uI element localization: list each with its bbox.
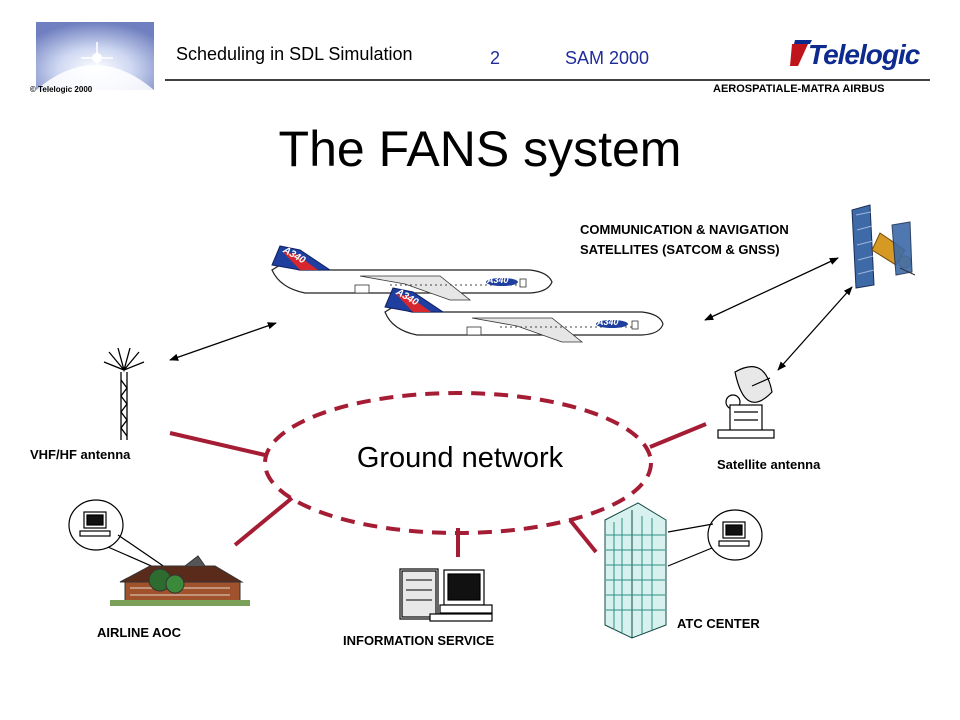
info-service-computer-icon [399, 568, 493, 622]
information-service-label: INFORMATION SERVICE [343, 633, 495, 648]
atc-computer-bubble [667, 509, 763, 567]
logo-text-block: Telelogic [788, 37, 938, 77]
company-name: AEROSPATIALE-MATRA AIRBUS [713, 83, 885, 95]
logo-text: Telelogic [808, 39, 920, 70]
satellites-label-line2: SATELLITES (SATCOM & GNSS) [580, 242, 780, 257]
header-earth-image [36, 22, 154, 90]
ground-links [169, 422, 707, 557]
telelogic-logo [790, 40, 812, 66]
radio-links [169, 257, 853, 371]
ground-network-label: Ground network [356, 442, 564, 474]
atc-building-icon [604, 502, 667, 639]
slide-title: The FANS system [278, 121, 682, 177]
satellites-label-line1: COMMUNICATION & NAVIGATION [580, 222, 789, 237]
satellite-dish-icon [717, 366, 775, 439]
vhf-antenna-label: VHF/HF antenna [30, 447, 131, 462]
copyright-notice: © Telelogic 2000 [30, 85, 93, 94]
aircraft-lower [384, 287, 664, 343]
atc-center-label: ATC CENTER [677, 616, 760, 631]
aoc-building-icon [110, 555, 250, 606]
presentation-title: Scheduling in SDL Simulation [176, 44, 413, 64]
page-number: 2 [490, 48, 501, 68]
airline-aoc-label: AIRLINE AOC [97, 625, 182, 640]
aircraft-upper [271, 245, 553, 301]
aircraft-upper-fuselage-text: A340 [487, 275, 509, 285]
conference-name: SAM 2000 [565, 48, 650, 68]
aoc-computer-bubble [68, 499, 176, 576]
satellite-icon [851, 204, 916, 289]
vhf-antenna-icon [103, 347, 145, 440]
aircraft-lower-fuselage-text: A340 [597, 317, 619, 327]
satellite-antenna-label: Satellite antenna [717, 457, 821, 472]
